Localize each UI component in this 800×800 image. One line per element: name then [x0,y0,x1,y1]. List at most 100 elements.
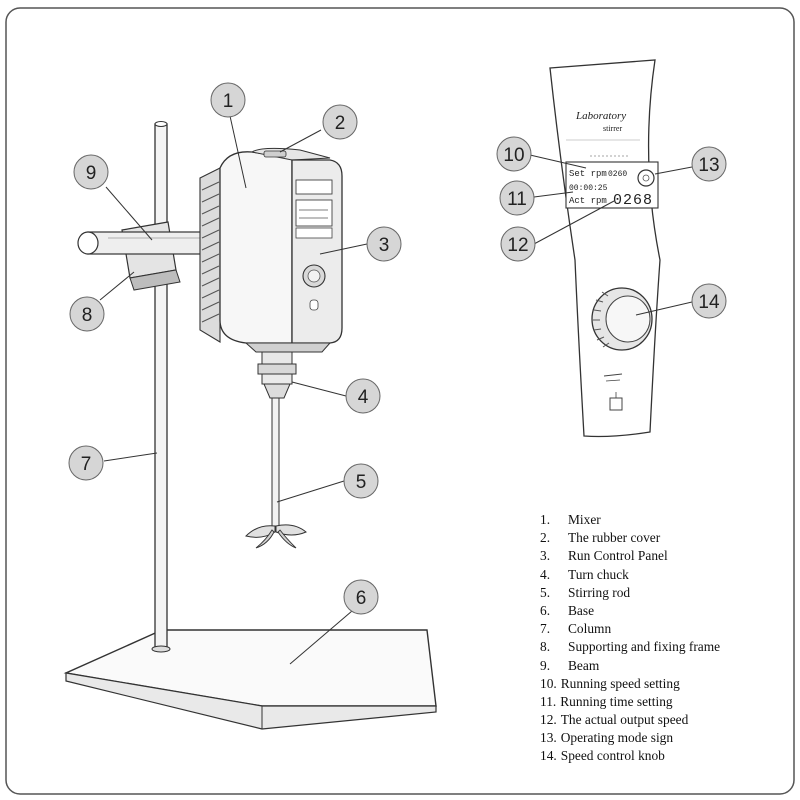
callout-13: 13 [691,146,727,182]
callout-3-number: 3 [379,235,390,256]
callout-7-number: 7 [81,454,92,475]
leader-11 [533,191,574,198]
leader-9 [105,186,153,241]
legend-item: 14.Speed control knob [540,747,790,765]
callout-5-number: 5 [356,472,367,493]
leader-2 [279,129,322,153]
leader-12 [533,200,615,245]
legend-item: 4. Turn chuck [540,566,790,584]
turn-chuck [257,351,297,399]
callout-14: 14 [691,283,727,319]
leader-1 [229,115,247,189]
callout-14-number: 14 [698,292,720,313]
beam-rod [77,231,209,255]
base-plate [63,629,437,730]
legend-text: Running time setting [560,693,673,709]
legend-item: 3. Run Control Panel [540,547,790,565]
callout-10: 10 [496,136,532,172]
time-value: 00:00:25 [569,184,608,193]
actual-speed-label: Act rpm [569,196,607,206]
legend-item: 6. Base [540,602,790,620]
callout-4: 4 [345,378,381,414]
callout-8-number: 8 [82,305,93,326]
actual-speed-value: 0268 [613,192,653,209]
callout-11: 11 [499,180,535,216]
callout-2-number: 2 [335,113,346,134]
stirring-rod [245,397,307,549]
set-speed-value: 0260 [608,170,627,179]
callout-2: 2 [322,104,358,140]
callout-8: 8 [69,296,105,332]
legend-text: The actual output speed [560,712,689,728]
legend-text: Turn chuck [568,566,629,582]
legend-text: The rubber cover [568,530,661,546]
legend-text: Mixer [568,512,601,527]
panel-title-line2: stirrer [603,124,622,133]
legend-item: 11.Running time setting [540,693,790,711]
leader-6 [289,610,353,665]
legend-text: Beam [568,657,600,673]
legend-item: 7. Column [540,620,790,638]
legend-number: 3. [540,548,551,564]
callout-5: 5 [343,463,379,499]
callout-9: 9 [73,154,109,190]
legend-number: 2. [540,530,551,546]
legend-text: Operating mode sign [560,730,674,746]
callout-9-number: 9 [86,163,97,184]
legend-number: 1. [540,512,551,527]
column-rod [151,121,171,653]
legend-text: Run Control Panel [568,548,668,564]
leader-5 [276,480,345,503]
callout-1-number: 1 [223,91,234,112]
legend-text: Column [568,621,612,637]
callout-7: 7 [68,445,104,481]
set-speed-label: Set rpm [569,169,607,179]
legend-number: 4. [540,566,551,582]
legend-item: 13.Operating mode sign [540,729,790,747]
legend-number: 11. [540,693,557,709]
leader-8 [99,271,135,301]
legend-text: Base [568,602,595,618]
legend-number: 5. [540,584,551,600]
legend-number: 8. [540,639,551,655]
legend-item: 9. Beam [540,657,790,675]
leader-4 [291,381,347,397]
callout-3: 3 [366,226,402,262]
legend-number: 6. [540,602,551,618]
leader-10 [529,154,587,169]
legend-number: 10. [540,675,557,691]
legend-number: 7. [540,621,551,637]
legend-item: 10.Running speed setting [540,675,790,693]
legend-text: Running speed setting [560,675,680,691]
legend-item: 5. Stirring rod [540,584,790,602]
callout-12: 12 [500,226,536,262]
callout-6-number: 6 [356,588,367,609]
legend-text: Stirring rod [568,584,631,600]
legend-number: 14. [540,748,557,764]
bottom-marking-icon [603,373,623,411]
speed-control-knob [591,287,653,351]
callout-6: 6 [343,579,379,615]
leader-13 [654,166,693,175]
legend-number: 12. [540,712,557,728]
legend-number: 9. [540,657,551,673]
legend-item: 1. Mixer [540,511,790,529]
leader-7 [103,452,158,462]
rubber-cover [263,150,287,158]
callout-12-number: 12 [507,235,528,256]
leader-14 [635,301,693,316]
callout-4-number: 4 [358,387,369,408]
callout-11-number: 11 [507,189,527,210]
diagram-frame [5,7,795,795]
mixer-body [199,147,343,353]
callout-1: 1 [210,82,246,118]
legend-text: Supporting and fixing frame [568,639,721,655]
legend-text: Speed control knob [560,748,665,764]
control-panel-detail [549,59,661,438]
leader-3 [319,243,368,255]
callout-13-number: 13 [698,155,719,176]
legend-item: 2. The rubber cover [540,529,790,547]
parts-legend: 1. Mixer 2. The rubber cover 3. Run Control… [540,511,790,766]
panel-title-line1: Laboratory [575,110,626,122]
